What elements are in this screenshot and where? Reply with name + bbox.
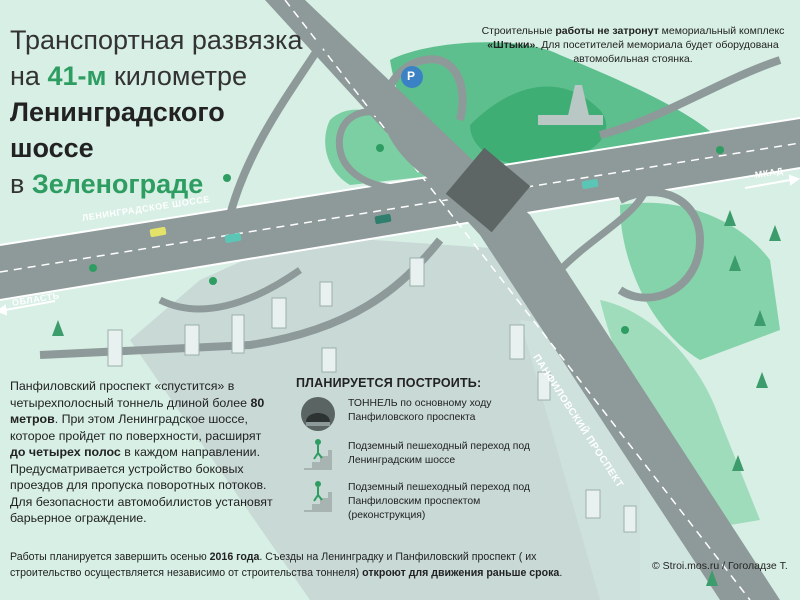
ramp-east-loop xyxy=(617,188,705,302)
ramp-west-link xyxy=(158,267,303,313)
direction-arrows xyxy=(0,174,800,316)
parking-label: P xyxy=(407,69,416,83)
title-city-highlight: Зеленограде xyxy=(31,169,204,199)
highway-center-line xyxy=(0,142,800,273)
car-icon xyxy=(224,232,242,244)
ramp-northeast xyxy=(599,56,782,139)
ramp-west-loop xyxy=(335,108,442,192)
plan-item-underpass-panfilovsky: Подземный пешеходный переход под Панфило… xyxy=(348,482,530,521)
prospect-center-line xyxy=(284,0,751,600)
memorial-note: Строительные работы не затронут мемориал… xyxy=(481,25,785,65)
highway-edge-south xyxy=(0,167,800,301)
title-line-2-post: километре xyxy=(106,61,247,91)
pedestrian-underpass-icon xyxy=(304,439,332,470)
panfilovsky-prospect xyxy=(265,0,780,600)
title-km-highlight: 41-м xyxy=(47,61,107,91)
green-zone-southeast xyxy=(600,300,760,530)
title-line-4-pre: в xyxy=(10,169,32,199)
green-zone-east-loop xyxy=(620,202,780,360)
car-icon xyxy=(581,178,599,190)
ramp-north-loop xyxy=(381,55,467,179)
plan-item-underpass-leningradskoe: Подземный пешеходный переход под Ленингр… xyxy=(348,441,530,466)
highway-edge-north xyxy=(0,117,800,246)
tunnel-section xyxy=(445,147,531,233)
memorial-base xyxy=(538,115,603,125)
pin-icons xyxy=(89,144,724,334)
plan-item-tunnel: ТОННЕЛЬ по основному ходу Панфиловского … xyxy=(348,398,492,423)
page-title: Транспортная развязка на 41-м километре … xyxy=(10,22,310,202)
tree-icons xyxy=(52,210,781,586)
tunnel-icon xyxy=(301,397,335,431)
project-description: Панфиловский проспект «спустится» в четы… xyxy=(10,379,273,525)
car-icon xyxy=(374,213,392,225)
pedestrian-underpass-icon xyxy=(304,481,332,512)
memorial-monument xyxy=(567,85,590,120)
plan-title: ПЛАНИРУЕТСЯ ПОСТРОИТЬ: xyxy=(296,376,482,390)
parking-icon xyxy=(401,66,423,88)
ramp-northwest xyxy=(226,27,334,217)
leningradskoe-highway xyxy=(0,118,800,300)
title-line-3: Ленинградского шоссе xyxy=(10,97,225,163)
title-line-1: Транспортная развязка xyxy=(10,25,303,55)
footer-note: Работы планируется завершить осенью 2016… xyxy=(10,551,563,579)
ramp-southeast xyxy=(557,178,654,273)
building-icons xyxy=(107,257,637,533)
car-icon xyxy=(149,226,167,238)
title-line-2-pre: на xyxy=(10,61,48,91)
credit: © Stroi.mos.ru / Гоголадзе Т. xyxy=(652,560,788,572)
